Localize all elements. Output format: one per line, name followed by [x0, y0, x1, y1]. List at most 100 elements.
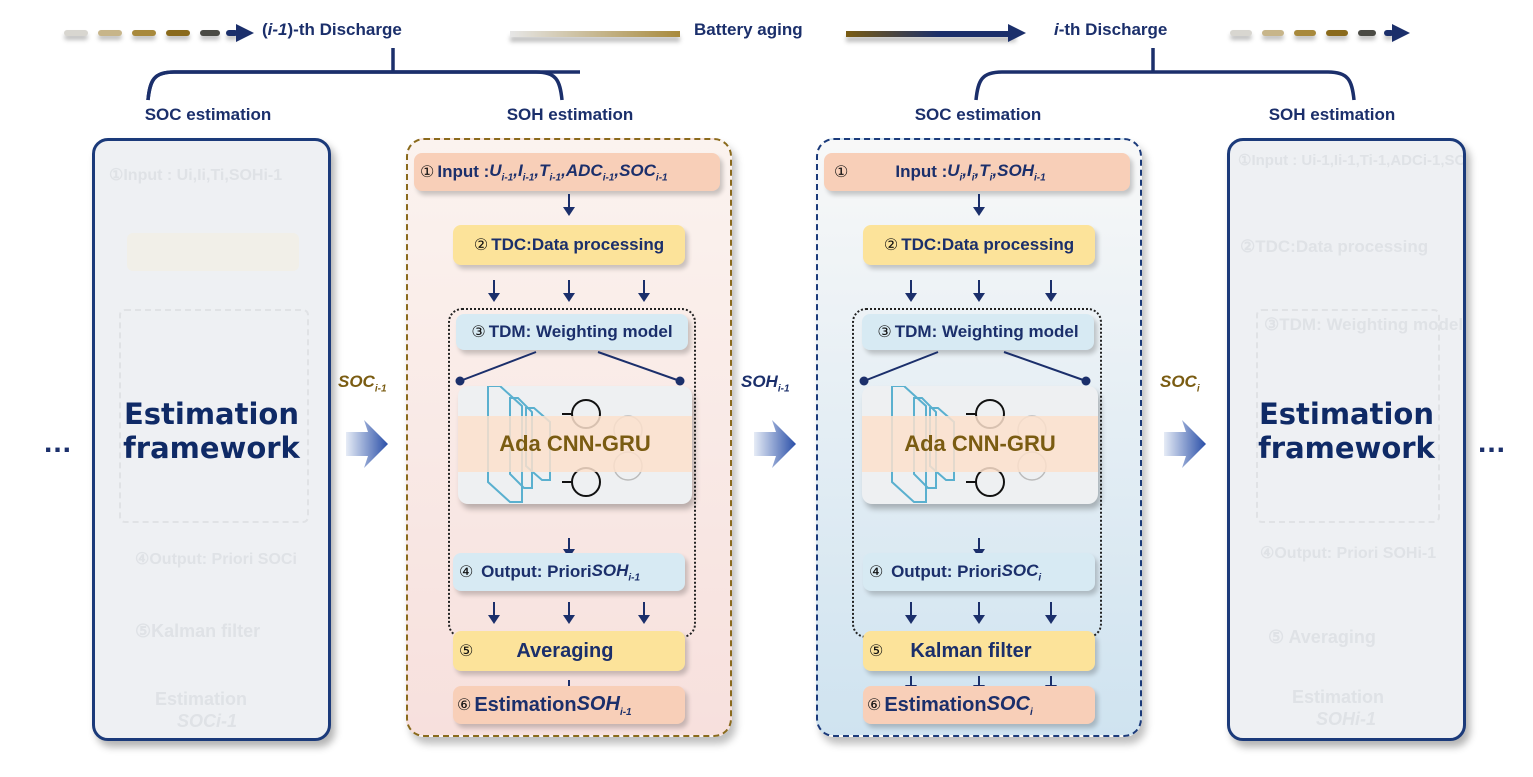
- transfer-label-soc-prev: SOCi-1: [338, 372, 387, 394]
- arrow-down-icon: [563, 194, 575, 216]
- step-label: Output: Priori: [481, 562, 592, 581]
- arrow-down-icon: [488, 280, 500, 302]
- transfer-var: SOH: [741, 372, 778, 391]
- step-output[interactable]: ④ Output: Priori SOCi: [863, 553, 1095, 591]
- step-number: ②: [883, 237, 899, 254]
- soh-estimation-frame: ① Input : Ui-1,Ii-1,Ti-1,ADCi-1,SOCi-1 ②…: [406, 138, 732, 737]
- caption-line: framework: [123, 431, 300, 465]
- step-label: Input :: [437, 162, 490, 181]
- model-label: Ada CNN-GRU: [904, 431, 1056, 456]
- ghost-step6: Estimation: [1292, 687, 1385, 707]
- caption-line: framework: [1258, 431, 1435, 465]
- arrow-down-icon: [563, 280, 575, 302]
- step-sub: i-1: [619, 706, 632, 718]
- timeline-dash: [98, 30, 122, 36]
- step-number: ②: [473, 237, 489, 254]
- step-data-processing[interactable]: ② TDC:Data processing: [453, 225, 685, 265]
- arrow-down-icon: [973, 194, 985, 216]
- transfer-sub: i-1: [777, 383, 790, 395]
- step-number: ④: [459, 564, 474, 581]
- step-label: Kalman filter: [910, 639, 1032, 662]
- step-var: SOC: [986, 692, 1030, 715]
- step-label: TDM: Weighting model: [894, 322, 1079, 341]
- step-data-processing[interactable]: ② TDC:Data processing: [863, 225, 1095, 265]
- ghost-step6: Estimation: [155, 689, 248, 709]
- arrow-down-icon: [563, 602, 575, 624]
- arrow-right-icon: [236, 24, 254, 42]
- bracket-left: [146, 48, 580, 101]
- arrow-down-icon: [905, 602, 917, 624]
- arrow-right-icon: [1392, 24, 1410, 42]
- ghost-tdm: [119, 309, 309, 523]
- faded-soh-frame[interactable]: ①Input : Ui-1,Ii-1,Ti-1,ADCi-1,SOCi-1 ②T…: [1227, 138, 1466, 741]
- transfer-var: SOC: [1160, 372, 1197, 391]
- timeline-dash: [1230, 30, 1252, 36]
- step-var: SOH: [591, 560, 629, 580]
- step-number: ④: [869, 564, 884, 581]
- faded-soc-frame[interactable]: ①Input : Ui,Ii,Ti,SOHi-1 Estimation fram…: [92, 138, 331, 741]
- bracket-right: [974, 48, 1356, 101]
- step-label: TDM: Weighting model: [488, 322, 673, 341]
- ada-cnn-gru-model[interactable]: Ada CNN-GRU: [458, 386, 692, 504]
- ghost-step3: ③TDM: Weighting model: [1264, 315, 1464, 334]
- step-estimation[interactable]: ⑥ Estimation SOHi-1: [453, 686, 685, 724]
- model-band: [862, 416, 1098, 472]
- step-number: ①: [834, 164, 849, 181]
- step-weighting-model[interactable]: ③ TDM: Weighting model: [456, 314, 688, 350]
- timeline-dash: [1262, 30, 1284, 36]
- ghost-step6-var: SOCi-1: [177, 711, 238, 731]
- big-arrow-right-icon: [754, 420, 796, 468]
- ghost-step5: ⑤Kalman filter: [135, 621, 261, 641]
- caption-line: Estimation: [123, 397, 300, 431]
- step-estimation[interactable]: ⑥ Estimation SOCi: [863, 686, 1095, 724]
- step-sub: i: [1029, 706, 1033, 718]
- estimation-framework-caption: Estimation framework: [1230, 397, 1463, 465]
- timeline-dash: [1358, 30, 1376, 36]
- arrow-down-icon: [973, 602, 985, 624]
- timeline-dash: [226, 30, 238, 36]
- column-title: SOC estimation: [144, 105, 272, 124]
- aging-bar-left: [510, 31, 680, 37]
- step-label: TDC:Data processing: [901, 235, 1075, 254]
- transfer-label-soh: SOHi-1: [741, 372, 790, 394]
- step-input[interactable]: ① Input : Ui,Ii,Ti,SOHi-1: [824, 153, 1130, 191]
- step-averaging[interactable]: ⑤ Averaging: [453, 631, 685, 671]
- step-input[interactable]: ① Input : Ui-1,Ii-1,Ti-1,ADCi-1,SOCi-1: [414, 153, 720, 191]
- step-var: SOC: [1001, 560, 1039, 580]
- step-number: ⑤: [869, 643, 884, 660]
- model-label: Ada CNN-GRU: [499, 431, 651, 456]
- arrow-down-icon: [905, 280, 917, 302]
- timeline-dash: [132, 30, 156, 36]
- estimation-framework-caption: Estimation framework: [95, 397, 328, 465]
- timeline-dash: [200, 30, 220, 36]
- big-arrow-right-icon: [346, 420, 388, 468]
- arrow-down-icon: [488, 602, 500, 624]
- ghost-step2: ②TDC:Data processing: [1240, 237, 1429, 256]
- ghost-output: ④Output: Priori SOCi: [135, 551, 297, 568]
- aging-bar-right: [846, 31, 1016, 37]
- arrow-down-icon: [638, 602, 650, 624]
- timeline-dash: [64, 30, 88, 36]
- step-number: ①: [420, 164, 435, 181]
- arrow-down-icon: [1045, 602, 1057, 624]
- timeline-dash: [1294, 30, 1316, 36]
- step-number: ⑥: [867, 697, 882, 714]
- step-label: Estimation: [884, 693, 987, 716]
- timeline-dash: [166, 30, 190, 36]
- column-title: SOC estimation: [914, 105, 1042, 124]
- tdm-connector: [455, 351, 685, 386]
- step-output[interactable]: ④ Output: Priori SOHi-1: [453, 553, 685, 591]
- step-number: ③: [471, 324, 486, 341]
- step-number: ⑤: [459, 643, 474, 660]
- step-label: Output: Priori: [891, 562, 1002, 581]
- step-kalman-filter[interactable]: ⑤ Kalman filter: [863, 631, 1095, 671]
- column-title: SOH estimation: [1268, 105, 1396, 124]
- step-label: Averaging: [516, 639, 614, 662]
- timeline-dash: [1384, 30, 1394, 36]
- arrow-down-icon: [973, 538, 985, 558]
- tdm-connector: [859, 351, 1091, 386]
- ada-cnn-gru-model[interactable]: Ada CNN-GRU: [862, 386, 1098, 504]
- step-weighting-model[interactable]: ③ TDM: Weighting model: [862, 314, 1094, 350]
- step-var: SOH: [576, 692, 620, 715]
- battery-aging-label: Battery aging: [694, 20, 803, 39]
